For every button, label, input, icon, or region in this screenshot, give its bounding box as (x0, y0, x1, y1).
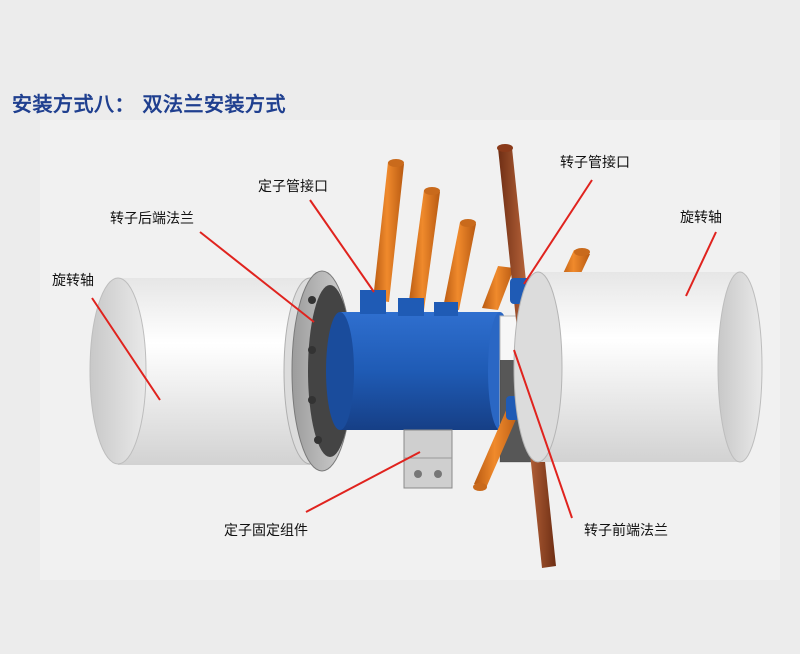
leader-stator-fixing-assembly (305, 451, 421, 513)
label-rotor-pipe-port: 转子管接口 (560, 155, 630, 171)
leader-rotor-pipe-port (523, 179, 593, 285)
stator-fixing-bracket (403, 429, 453, 489)
label-shaft-left: 旋转轴 (52, 273, 94, 289)
label-stator-fixing-assembly: 定子固定组件 (224, 523, 308, 539)
leader-lines (91, 179, 717, 519)
label-stator-pipe-port: 定子管接口 (258, 179, 328, 195)
leader-rotor-rear-flange (199, 231, 315, 323)
label-rotor-rear-flange: 转子后端法兰 (110, 211, 194, 227)
leader-shaft-left (91, 297, 161, 401)
label-shaft-right: 旋转轴 (680, 210, 722, 226)
leader-shaft-right (685, 231, 717, 297)
page-title: 安装方式八： 双法兰安装方式 (12, 92, 286, 116)
leader-stator-pipe-port (309, 199, 375, 293)
label-rotor-front-flange: 转子前端法兰 (584, 523, 668, 539)
right-rotating-shaft (513, 271, 763, 463)
leader-rotor-front-flange (513, 349, 573, 519)
